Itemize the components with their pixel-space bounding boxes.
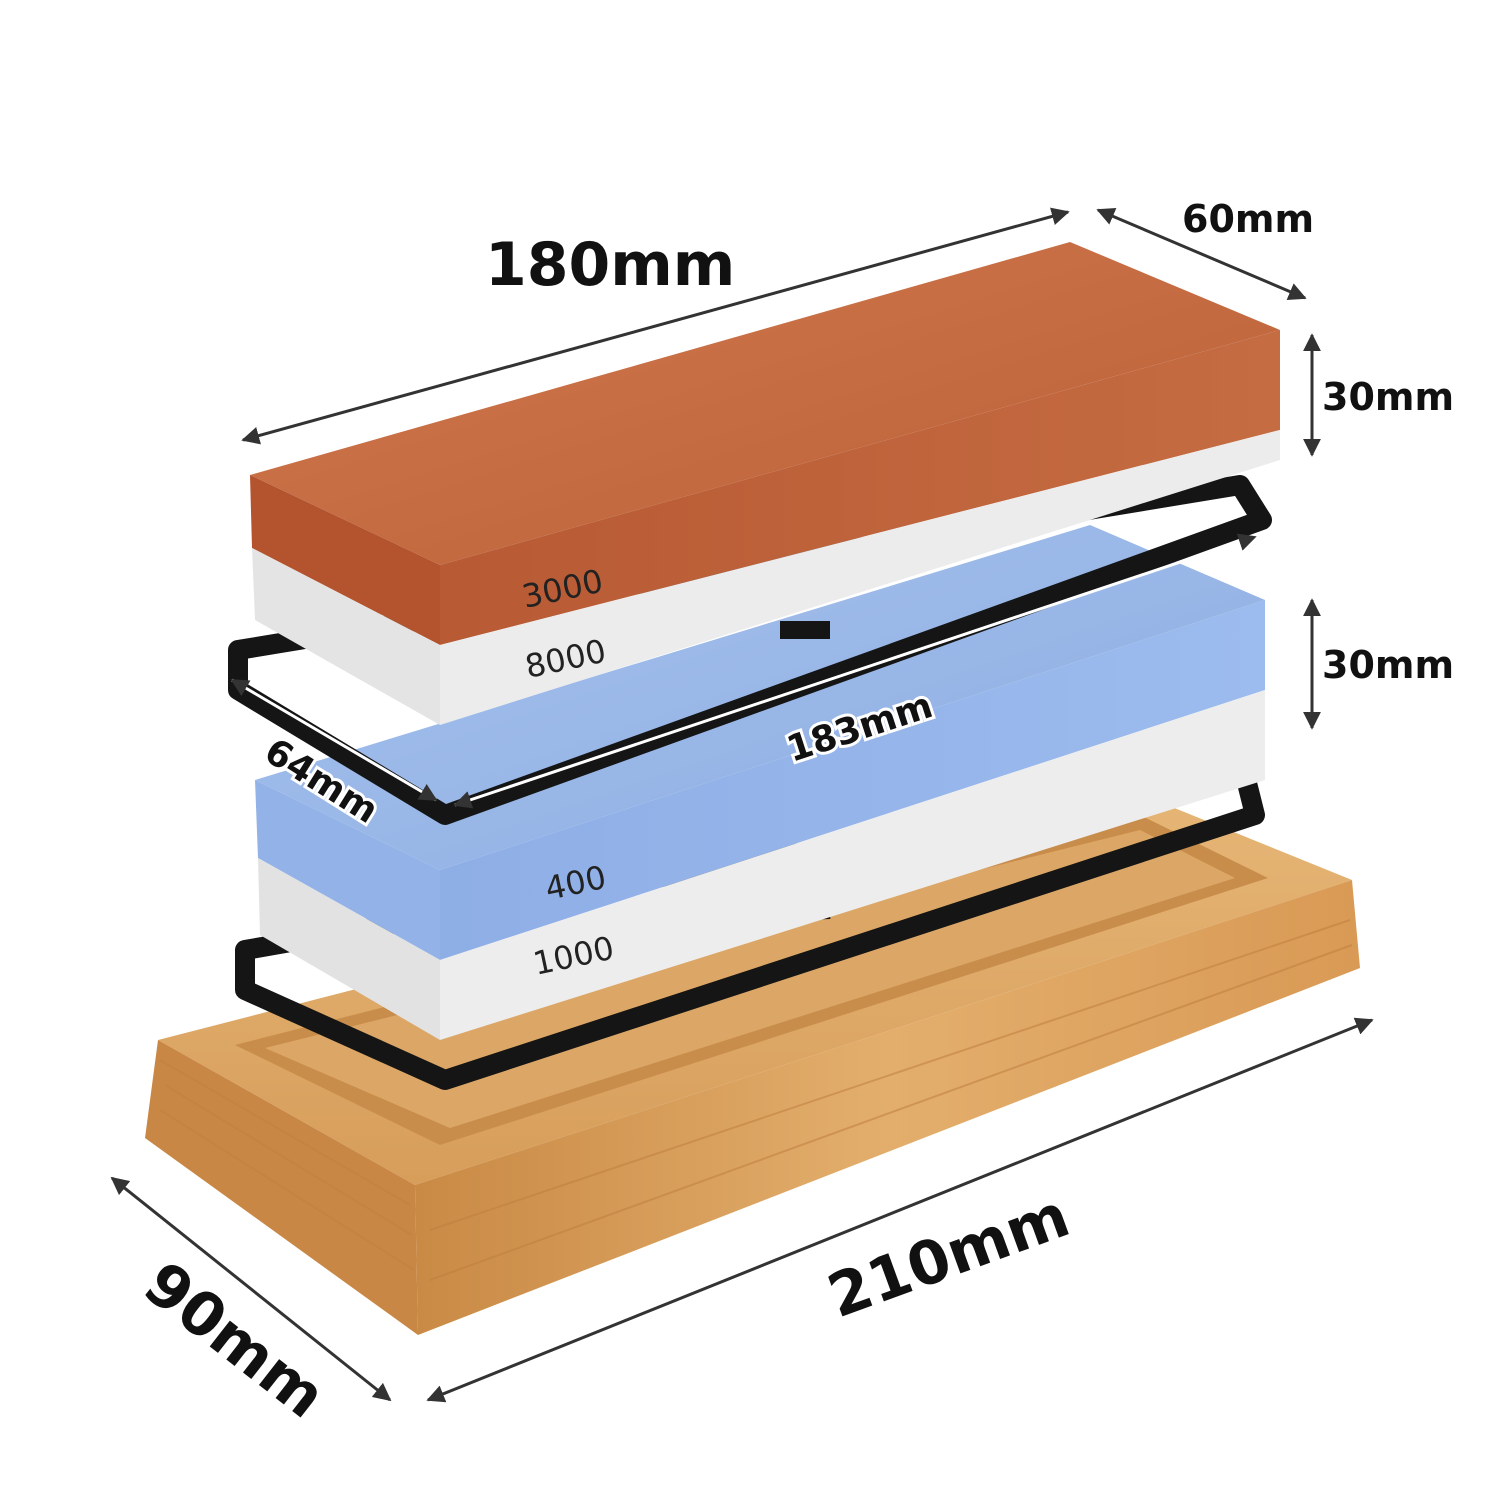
blue-stone-side [255, 780, 440, 960]
arrow-stone-length [241, 207, 1070, 445]
label-bottom-stone-height: 30mm [1322, 643, 1454, 687]
arrow-holder-width [230, 678, 438, 802]
label-stone-width: 60mm [1182, 197, 1314, 241]
orange-stone-side [250, 475, 440, 645]
arrow-base-width [110, 1176, 392, 1402]
arrow-base-length [426, 1017, 1374, 1403]
arrow-stone-width [1096, 208, 1307, 300]
blue-stone-white-side [258, 858, 440, 1040]
label-base-length: 210mm [819, 1181, 1078, 1332]
label-stone-length: 180mm [485, 230, 735, 300]
arrow-holder-length [453, 533, 1257, 809]
label-top-stone-height: 30mm [1322, 375, 1454, 419]
dimension-arrows [110, 207, 1374, 1403]
